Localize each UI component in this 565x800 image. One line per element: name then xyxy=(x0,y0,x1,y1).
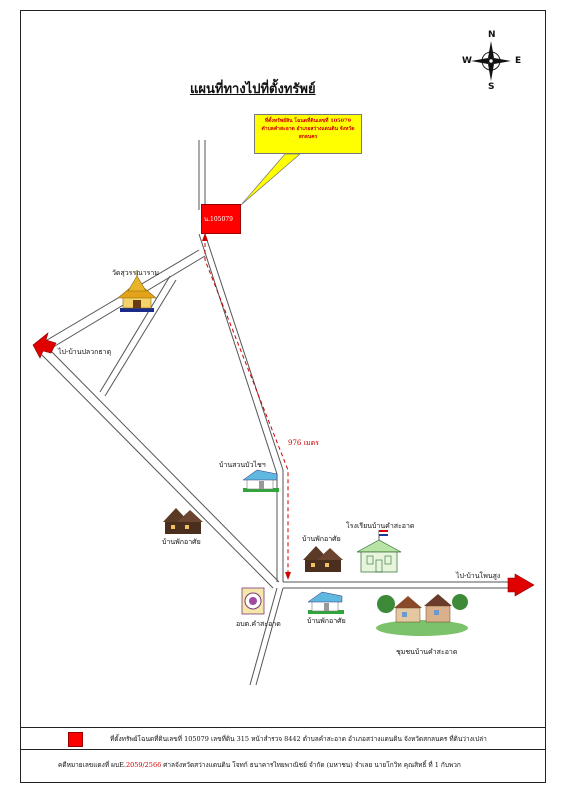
property-lot-marker[interactable]: น.105079 xyxy=(201,204,241,234)
arrow-east xyxy=(507,573,535,597)
label-residence-left: บ้านพักอาศัย xyxy=(162,538,201,546)
footer-case: คดีหมายเลขแดงที่ ผบE.2059/2566 ศาลจังหวั… xyxy=(58,760,461,770)
compass-n: N xyxy=(488,30,496,40)
arrow-west xyxy=(32,332,57,359)
road-south xyxy=(249,587,284,686)
house-icon-left xyxy=(163,508,203,534)
compass-e: E xyxy=(515,56,522,66)
footer-suffix: ศาลจังหวัดสว่างแดนดิน โจทก์ ธนาคารไทยพาณ… xyxy=(161,761,461,769)
distance-label: 976 เมตร xyxy=(288,439,319,447)
road-lot-south xyxy=(198,233,284,582)
house-icon-mid xyxy=(303,546,343,572)
legend-text: ที่ตั้งทรัพย์โฉนดที่ดินเลขที่ 105079 เลข… xyxy=(110,735,487,743)
label-to-phonsung: ไป-บ้านโพนสูง xyxy=(456,572,501,580)
route-arrow-down xyxy=(285,572,291,580)
road-north xyxy=(198,140,206,210)
tambon-emblem-icon xyxy=(241,587,265,615)
callout-pointer xyxy=(240,153,301,206)
road-west xyxy=(41,347,280,589)
route-line xyxy=(204,236,289,578)
road-east xyxy=(283,581,515,589)
house-icon-bottom xyxy=(307,591,344,614)
legend-row: ที่ตั้งทรัพย์โฉนดที่ดินเลขที่ 105079 เลข… xyxy=(20,727,546,750)
compass-s: S xyxy=(488,82,495,92)
map-title: แผนที่ทางไปที่ตั้งทรัพย์ xyxy=(190,82,316,97)
compass-w: W xyxy=(462,56,472,66)
label-school: โรงเรียนบ้านคำสะอาด xyxy=(346,522,415,530)
house-icon-suan xyxy=(242,469,279,492)
community-icon xyxy=(376,594,468,636)
property-callout: ที่ตั้งทรัพย์สิน โฉนดที่ดินเลขที่ 105079… xyxy=(254,114,362,154)
route-arrow-up xyxy=(202,233,208,241)
compass-rose xyxy=(471,41,511,81)
label-house-suan: บ้านสวนบัวไชฯ xyxy=(219,461,266,469)
label-temple: วัดสุวรรณาราม xyxy=(112,269,159,277)
label-residence-bottom: บ้านพักอาศัย xyxy=(307,617,346,625)
legend-swatch xyxy=(68,732,83,747)
label-community: ชุมชนบ้านคำสะอาด xyxy=(396,648,458,656)
lot-label: น.105079 xyxy=(204,216,233,223)
footer-case-no: 2059/2566 xyxy=(125,761,162,769)
label-tambon-office: อบต.คำสะอาด xyxy=(236,620,281,628)
footer-prefix: คดีหมายเลขแดงที่ ผบE. xyxy=(58,761,126,769)
label-to-pladuk: ไป-บ้านปลวกธาตุ xyxy=(58,348,112,356)
map-frame xyxy=(20,10,546,783)
school-icon xyxy=(356,530,402,573)
road-connector xyxy=(99,275,177,397)
label-residence-mid: บ้านพักอาศัย xyxy=(302,535,341,543)
temple-icon xyxy=(117,270,157,312)
